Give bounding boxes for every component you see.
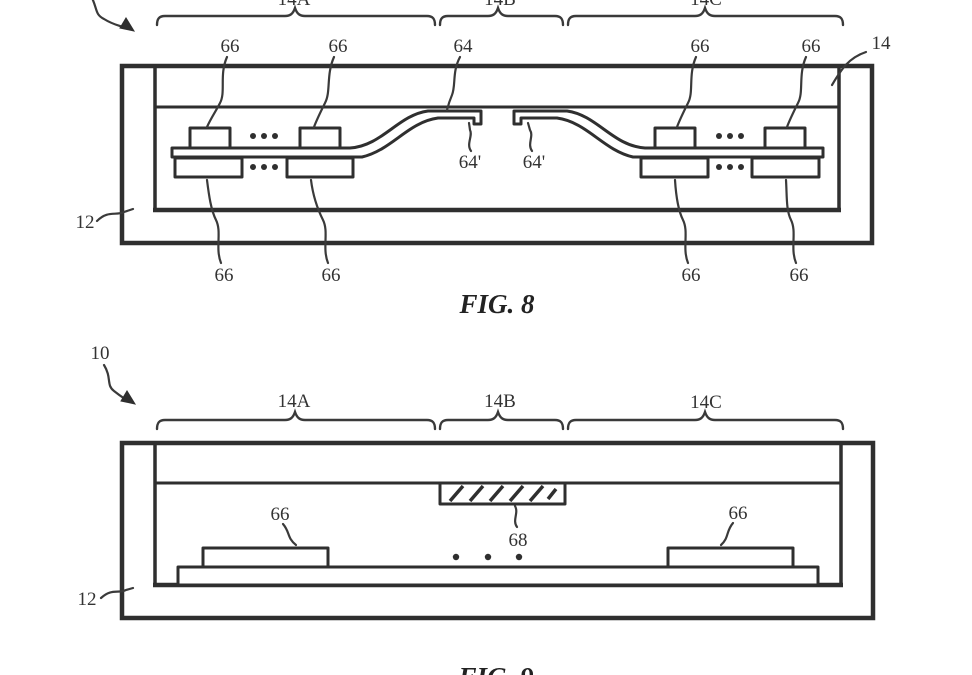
ref-label-10: 10 bbox=[91, 343, 110, 364]
ref-label-66: 66 bbox=[221, 36, 240, 57]
leader-12 bbox=[101, 588, 133, 598]
component-bottom-left-1 bbox=[175, 158, 242, 177]
brace-region-14b bbox=[440, 8, 563, 25]
region-label-14a: 14A bbox=[278, 391, 311, 412]
ref-label-14: 14 bbox=[872, 33, 892, 54]
component-top-left-1 bbox=[190, 128, 230, 148]
ellipsis-dots-right-bottom bbox=[716, 164, 744, 170]
ref-label-66: 66 bbox=[802, 36, 821, 57]
ref-label-66: 66 bbox=[682, 265, 701, 286]
ref-label-66: 66 bbox=[790, 265, 809, 286]
figure-9-caption: FIG. 9 bbox=[457, 662, 534, 675]
brace-region-14b bbox=[440, 412, 563, 429]
ref-label-64prime: 64' bbox=[459, 152, 481, 173]
ellipsis-dots-center bbox=[453, 554, 522, 560]
region-label-14b: 14B bbox=[484, 0, 516, 10]
leader-66-bottom-2 bbox=[311, 180, 328, 263]
leader-66-bottom-4 bbox=[786, 180, 796, 263]
component-bottom-right-2 bbox=[752, 158, 819, 177]
leader-66-bottom-1 bbox=[207, 180, 221, 263]
connector-block-68 bbox=[440, 483, 565, 504]
brace-region-14a bbox=[157, 412, 435, 429]
component-top-right-2 bbox=[765, 128, 805, 148]
ref-label-66: 66 bbox=[271, 504, 290, 525]
leader-14 bbox=[832, 52, 866, 85]
ref-label-64prime: 64' bbox=[523, 152, 545, 173]
region-label-14c: 14C bbox=[690, 0, 722, 10]
ref-label-66: 66 bbox=[322, 265, 341, 286]
ref-label-66: 66 bbox=[329, 36, 348, 57]
component-top-right-1 bbox=[655, 128, 695, 148]
arrowhead-icon bbox=[121, 391, 135, 404]
ellipsis-dots-left-bottom bbox=[250, 164, 278, 170]
leader-66-bottom-3 bbox=[675, 180, 688, 263]
leader-66-right bbox=[721, 523, 733, 545]
ellipsis-dots-right-top bbox=[716, 133, 744, 139]
brace-region-14c bbox=[568, 8, 843, 25]
region-label-14a: 14A bbox=[278, 0, 311, 10]
figure-9: 10 14A 14B 14C 68 66 bbox=[78, 343, 874, 675]
leader-64prime-left bbox=[469, 123, 471, 151]
assembly-arrow bbox=[104, 365, 125, 399]
leader-12 bbox=[97, 209, 133, 221]
component-bottom-right-1 bbox=[641, 158, 708, 177]
substrate-platform bbox=[178, 567, 818, 585]
ellipsis-dots-left-top bbox=[250, 133, 278, 139]
ref-label-66: 66 bbox=[691, 36, 710, 57]
component-bottom-left-2 bbox=[287, 158, 353, 177]
ref-label-66: 66 bbox=[729, 503, 748, 524]
ref-label-68: 68 bbox=[509, 530, 528, 551]
brace-region-14c bbox=[568, 412, 843, 429]
ref-label-64: 64 bbox=[454, 36, 474, 57]
component-left bbox=[203, 548, 328, 567]
region-label-14b: 14B bbox=[484, 391, 516, 412]
leader-68 bbox=[515, 506, 517, 527]
component-top-left-2 bbox=[300, 128, 340, 148]
arrowhead-icon bbox=[120, 18, 134, 31]
figure-8: 14A 14B 14C bbox=[76, 0, 892, 319]
figure-8-caption: FIG. 8 bbox=[458, 289, 535, 319]
leader-66-left bbox=[283, 524, 296, 545]
outer-housing bbox=[122, 443, 873, 618]
ref-label-12: 12 bbox=[76, 212, 95, 233]
brace-region-14a bbox=[157, 8, 435, 25]
assembly-arrow bbox=[90, 0, 123, 27]
leader-64prime-right bbox=[528, 123, 532, 151]
ref-label-66: 66 bbox=[215, 265, 234, 286]
region-label-14c: 14C bbox=[690, 392, 722, 413]
component-right bbox=[668, 548, 793, 567]
ref-label-12: 12 bbox=[78, 589, 97, 610]
